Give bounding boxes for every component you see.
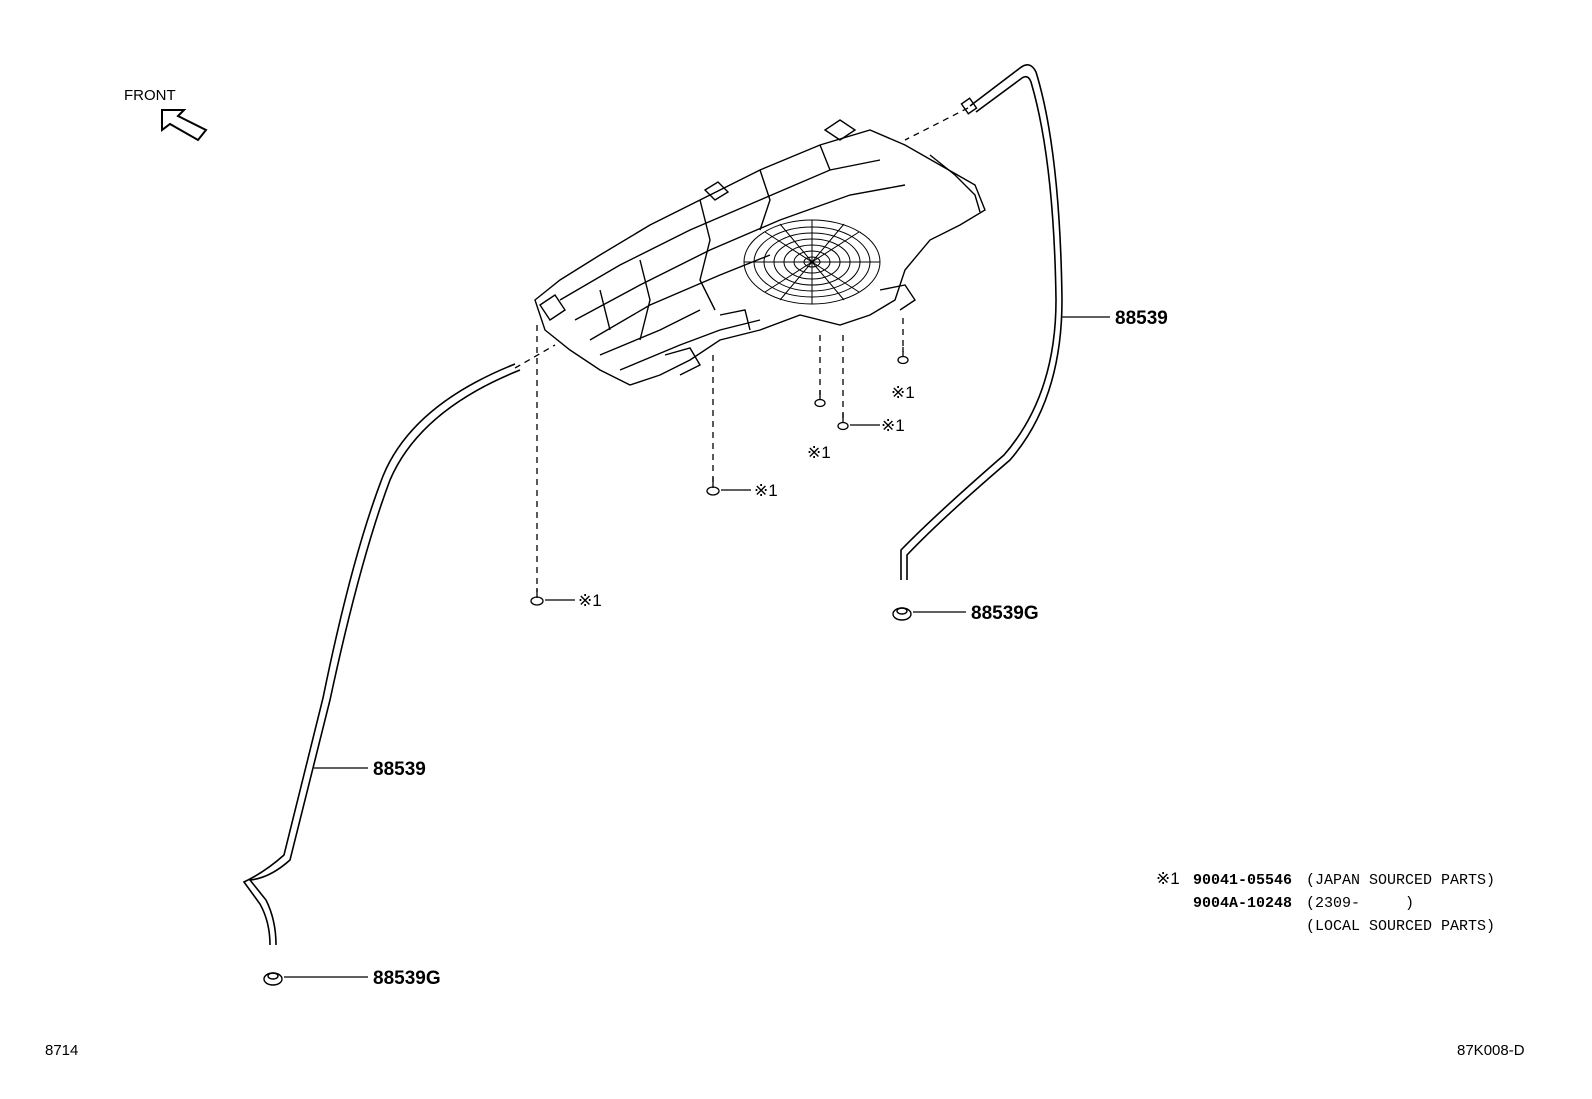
front-label: FRONT [124, 87, 176, 104]
grille-pattern [743, 219, 881, 305]
callout-hose-lower: 88539 [373, 759, 426, 780]
grommet-left [263, 972, 283, 986]
housing-assembly [534, 119, 986, 386]
fastener-bolt-3 [814, 390, 826, 408]
front-arrow-icon [161, 109, 208, 142]
callout-grommet-right: 88539G [971, 603, 1039, 624]
hose-right-end [960, 97, 978, 115]
callout-grommet-left: 88539G [373, 968, 441, 989]
footnote-part2-description: (2309- ) [1306, 895, 1414, 912]
footnote-part2-description-2: (LOCAL SOURCED PARTS) [1306, 918, 1495, 935]
hose-left [242, 363, 521, 946]
fastener-mark-2: ※1 [754, 481, 778, 500]
fastener-mark-4: ※1 [881, 416, 905, 435]
leader-lines [284, 316, 1110, 978]
fastener-mark-3: ※1 [807, 443, 831, 462]
fastener-mark-5: ※1 [891, 383, 915, 402]
fastener-bolt-5 [897, 347, 909, 365]
fastener-bolt-2 [706, 477, 720, 496]
callout-hose-upper: 88539 [1115, 308, 1168, 329]
alignment-lines [514, 107, 969, 592]
figure-code: 87K008-D [1457, 1042, 1525, 1059]
fastener-bolt-4 [837, 413, 849, 431]
footnote-mark: ※1 [1156, 869, 1180, 888]
page-number: 8714 [45, 1042, 78, 1059]
fastener-bolt-1 [530, 588, 544, 606]
footnote-part1-description: (JAPAN SOURCED PARTS) [1306, 872, 1495, 889]
fastener-mark-1: ※1 [578, 591, 602, 610]
footnote-part1-number: 90041-05546 [1193, 872, 1292, 889]
hose-right [900, 64, 1063, 580]
footnote-part2-number: 9004A-10248 [1193, 895, 1292, 912]
grommet-right [892, 607, 912, 621]
